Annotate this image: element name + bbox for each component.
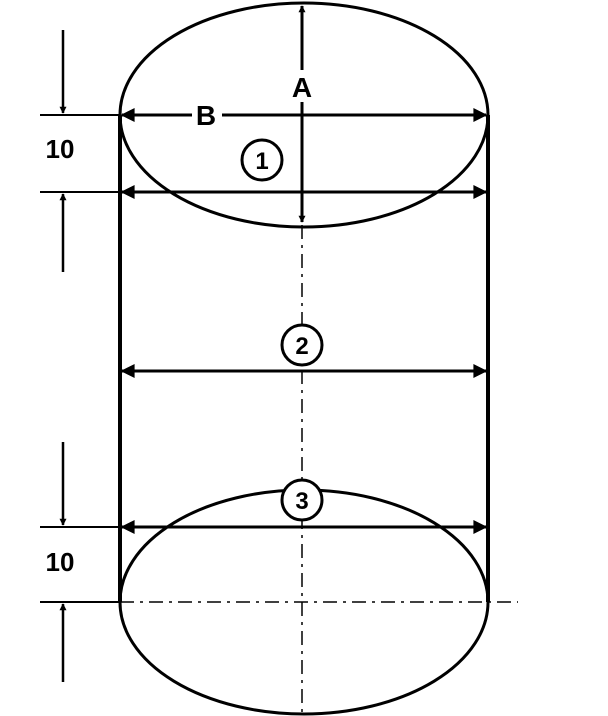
position-marker-3: 3 — [280, 478, 324, 522]
offset-bottom-label: 10 — [46, 547, 75, 577]
extension-lines — [40, 114, 150, 603]
cylinder-outline — [118, 1, 490, 716]
offset-top-label: 10 — [46, 134, 75, 164]
position-marker-2-text: 2 — [295, 333, 308, 360]
position-marker-2: 2 — [280, 323, 324, 367]
position-marker-3-text: 3 — [295, 488, 308, 515]
dimension-b-label: B — [196, 100, 216, 131]
label-a-backdrop — [286, 70, 318, 102]
dimension-a-label: A — [292, 72, 312, 103]
center-lines — [120, 225, 518, 716]
bottom-ellipse-front — [118, 601, 490, 716]
position-marker-1: 1 — [240, 138, 284, 182]
label-b-backdrop — [192, 96, 222, 130]
position-marker-1-text: 1 — [255, 148, 268, 175]
